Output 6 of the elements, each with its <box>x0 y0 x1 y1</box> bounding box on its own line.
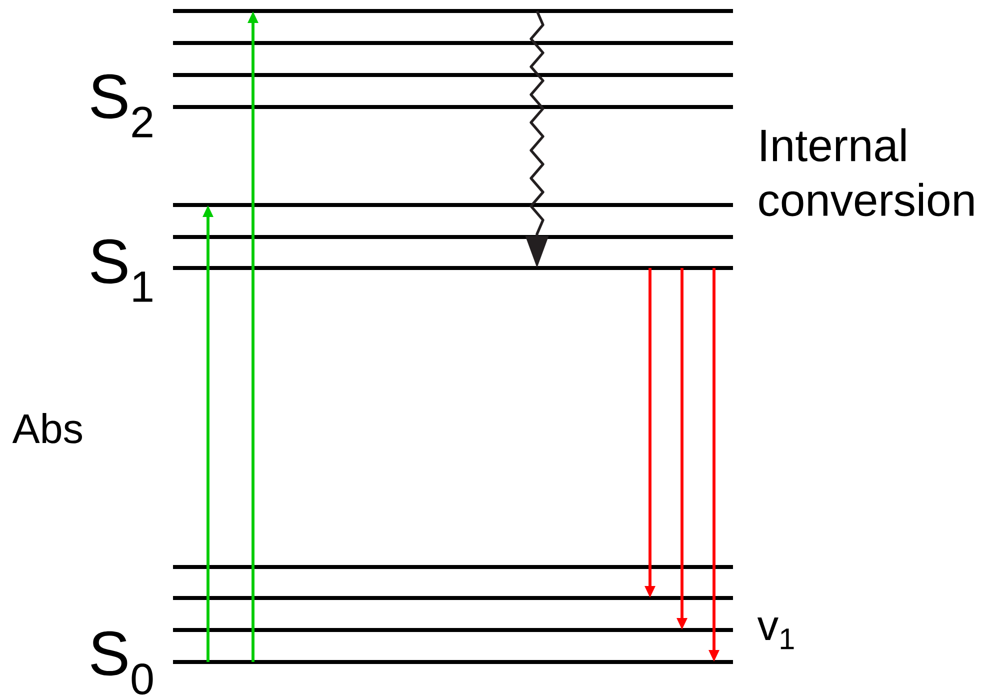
process-label: Internal conversion <box>759 128 974 216</box>
state-label: S$_{2}$ <box>91 74 152 138</box>
state-label: S$_{0}$ <box>91 631 153 695</box>
state-label: S$_{1}$ <box>91 239 152 302</box>
state-label: v$_{1}$ <box>757 617 794 650</box>
axis-label: Abs <box>12 413 82 444</box>
